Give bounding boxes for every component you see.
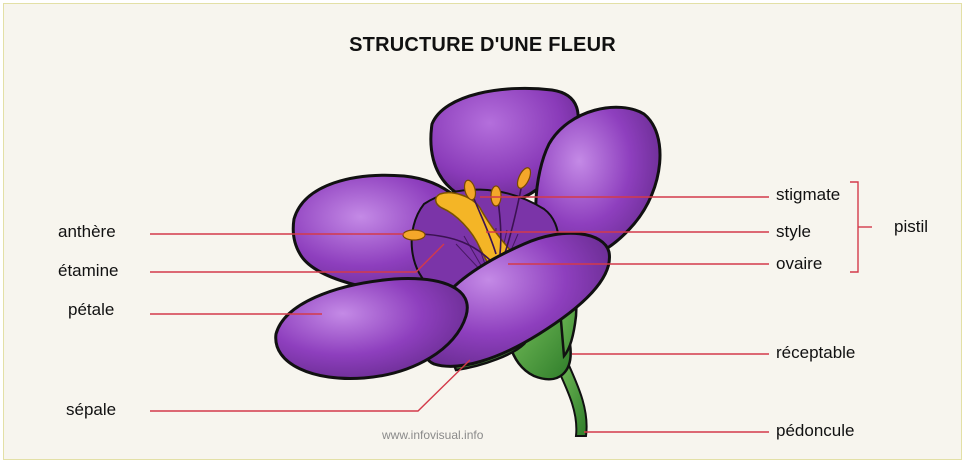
flower-illustration <box>4 4 962 460</box>
label-pistil: pistil <box>894 217 928 237</box>
label-sepale: sépale <box>66 400 116 420</box>
label-style: style <box>776 222 811 242</box>
label-anthere: anthère <box>58 222 116 242</box>
label-receptable: réceptable <box>776 343 855 363</box>
label-etamine: étamine <box>58 261 118 281</box>
label-ovaire: ovaire <box>776 254 822 274</box>
pistil-bracket <box>850 182 872 272</box>
label-stigmate: stigmate <box>776 185 840 205</box>
diagram-frame: STRUCTURE D'UNE FLEUR <box>3 3 962 460</box>
label-pedoncule: pédoncule <box>776 421 854 441</box>
watermark: www.infovisual.info <box>382 428 483 442</box>
label-petale: pétale <box>68 300 114 320</box>
